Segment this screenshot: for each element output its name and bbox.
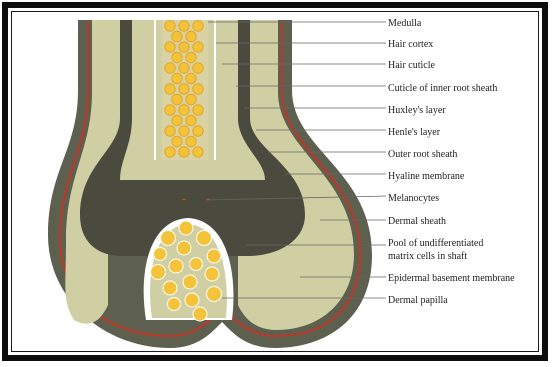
label-henles-layer: Henle's layer (388, 127, 441, 138)
medulla-cell (165, 42, 175, 52)
label-matrix-cells-shaft: matrix cells in shaft (388, 251, 467, 262)
papilla-cell (185, 293, 199, 307)
label-epidermal-basement-membrane: Epidermal basement membrane (388, 273, 515, 284)
medulla-cell (186, 73, 196, 83)
medulla-cell (186, 94, 196, 104)
papilla-cell (207, 249, 221, 263)
medulla-cell (165, 126, 175, 136)
papilla-cell (205, 267, 219, 281)
label-pool-undifferentiated: Pool of undifferentiated (388, 238, 483, 249)
label-cuticle-inner-root-sheath: Cuticle of inner root sheath (388, 83, 497, 94)
label-huxleys-layer: Huxley's layer (388, 105, 446, 116)
medulla-cell (172, 136, 182, 146)
medulla-cell (193, 147, 203, 157)
medulla-cell (186, 52, 196, 62)
papilla-cell (197, 231, 212, 246)
label-outer-root-sheath: Outer root sheath (388, 149, 457, 160)
label-medulla: Medulla (388, 18, 422, 29)
label-hyaline-membrane: Hyaline membrane (388, 171, 465, 182)
medulla-cell (165, 84, 175, 94)
medulla-cell (165, 105, 175, 115)
medulla-cell (172, 94, 182, 104)
medulla-cell (165, 21, 175, 31)
medulla-cell (193, 126, 203, 136)
medulla-cell (165, 63, 175, 73)
label-hair-cuticle: Hair cuticle (388, 60, 435, 71)
medulla-cell (186, 115, 196, 125)
medulla-cell (193, 21, 203, 31)
medulla-cell (172, 52, 182, 62)
label-dermal-sheath: Dermal sheath (388, 216, 446, 227)
medulla-cell (193, 105, 203, 115)
medulla-cell (193, 84, 203, 94)
papilla-cell (151, 265, 166, 280)
papilla-cell (163, 281, 177, 295)
papilla-cell (207, 287, 222, 302)
papilla-cell (190, 258, 203, 271)
papilla-cell (183, 275, 197, 289)
papilla-cell (179, 221, 193, 235)
label-hair-cortex: Hair cortex (388, 39, 433, 50)
papilla-cell (154, 248, 167, 261)
label-melanocytes: Melanocytes (388, 193, 439, 204)
medulla-cell (165, 147, 175, 157)
papilla-cell (168, 298, 181, 311)
papilla-cell (161, 231, 176, 246)
medulla-cell (179, 84, 189, 94)
medulla-cell (186, 31, 196, 41)
medulla-cell (186, 136, 196, 146)
medulla-cell (193, 42, 203, 52)
medulla-cell (179, 63, 189, 73)
labels: Medulla Hair cortex Hair cuticle Cuticle… (388, 18, 515, 306)
papilla-cell (169, 259, 183, 273)
medulla-cell (172, 115, 182, 125)
medulla-cell (193, 63, 203, 73)
medulla-cell (179, 21, 189, 31)
medulla-cell (172, 73, 182, 83)
papilla-cell (177, 241, 191, 255)
medulla-cell (172, 31, 182, 41)
label-dermal-papilla: Dermal papilla (388, 295, 448, 306)
medulla-cell (179, 126, 189, 136)
medulla-cell (179, 105, 189, 115)
papilla-cell (193, 307, 207, 321)
medulla-cell (179, 42, 189, 52)
medulla-cell (179, 147, 189, 157)
